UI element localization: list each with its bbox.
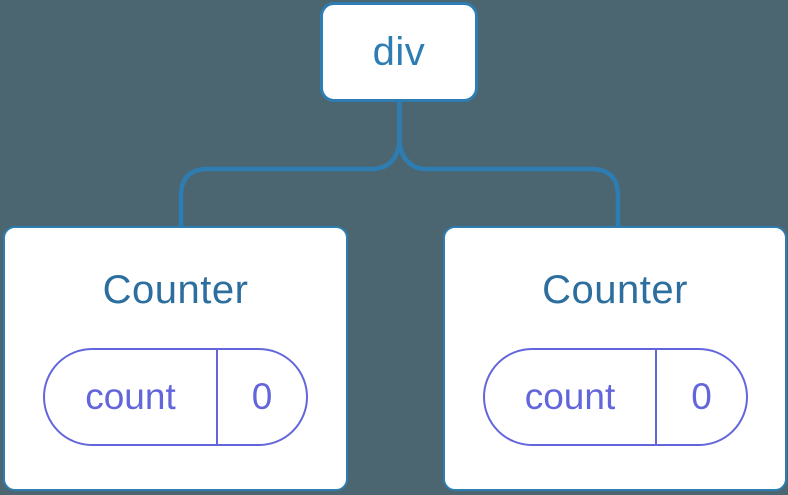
- tree-node-counter-1: Counter count 0: [3, 226, 348, 491]
- state-name-cell: count: [524, 376, 616, 417]
- connector-right-branch: [397, 101, 621, 227]
- state-name-cell: count: [85, 376, 176, 417]
- tree-node-div: div: [320, 2, 478, 102]
- state-value-cell: 0: [655, 350, 745, 444]
- root-node-label: div: [372, 30, 426, 74]
- state-value-cell: 0: [215, 350, 306, 444]
- tree-node-counter-2: Counter count 0: [443, 226, 787, 491]
- counter-title: Counter: [102, 268, 249, 312]
- state-pill: count 0: [482, 348, 748, 446]
- connector-left-branch: [178, 101, 402, 227]
- counter-title: Counter: [542, 268, 688, 312]
- state-pill: count 0: [43, 348, 308, 446]
